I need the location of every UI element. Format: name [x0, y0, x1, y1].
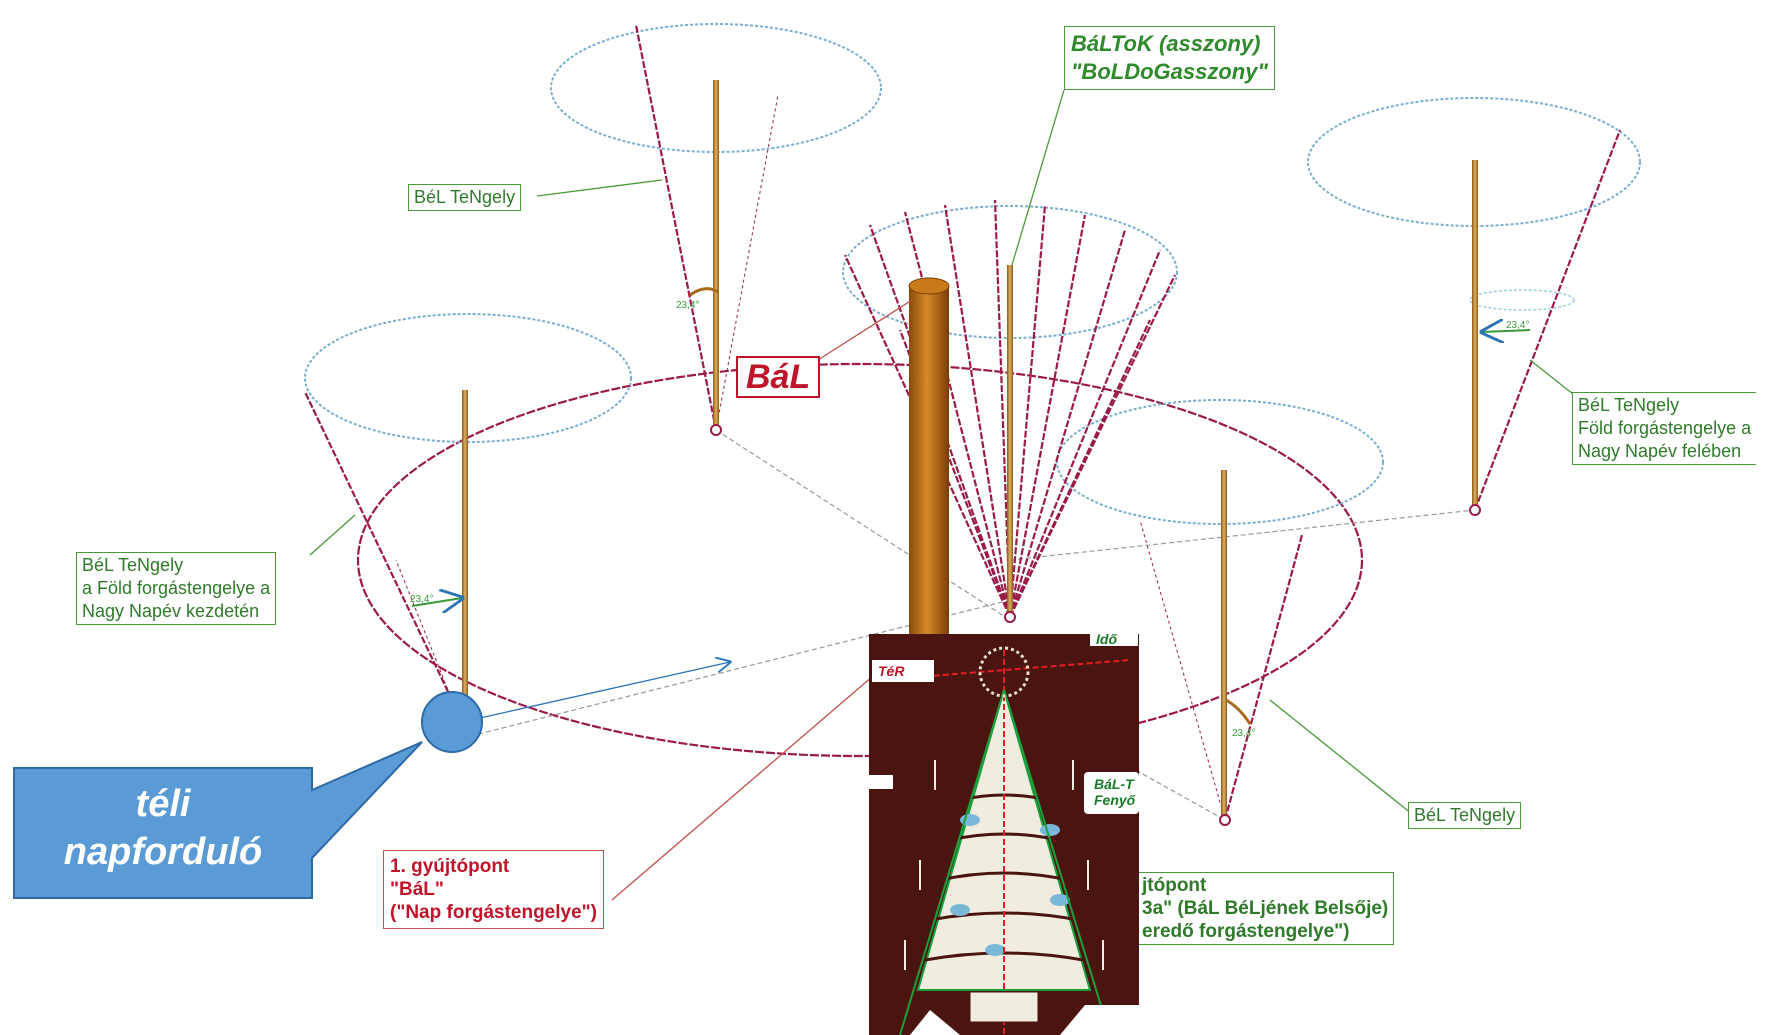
callout-shape: [13, 741, 423, 899]
bel-left-line1: BéL TeNgely: [82, 555, 184, 575]
cone-left: [304, 313, 632, 701]
cone-right: [1307, 97, 1641, 516]
orbit-ellipse: [356, 362, 1364, 758]
boldog-line2: "BoLDoGasszony": [1071, 59, 1268, 84]
gyujto1-line2: "BáL": [390, 879, 444, 900]
gyujto1-line1: 1. gyújtópont: [390, 856, 510, 877]
angle-left: 23,4°: [410, 594, 434, 605]
tree-label-ter: TéR: [878, 663, 905, 679]
label-bel-tengely-right: BéL TeNgely Föld forgástengelye a Nagy N…: [1572, 392, 1757, 465]
label-bel-tengely-top: BéL TeNgely: [408, 184, 522, 211]
bel-bottom-right-text: BéL TeNgely: [1414, 805, 1516, 825]
bel-right-line3: Nagy Napév felében: [1578, 441, 1742, 461]
label-bal: BáL: [736, 356, 821, 398]
label-gyujtopont-2: jtópont 3a" (BáL BéLjének Belsője) eredő…: [1139, 872, 1395, 945]
gyujto2-line3: eredő forgástengelye"): [1142, 921, 1350, 942]
angle-right: 23,4°: [1506, 320, 1530, 331]
callout-line1: téli: [135, 783, 191, 825]
central-cone: [842, 199, 1178, 623]
gyujto1-leader: [611, 669, 881, 901]
solstice-point: [421, 691, 483, 753]
bel-top-text: BéL TeNgely: [414, 187, 516, 207]
tree-label-balt: BáL-T Fenyő: [1094, 776, 1135, 808]
cone-top-left: [550, 23, 882, 436]
label-boldogasszony: BáLToK (asszony) "BoLDoGasszony": [1064, 26, 1275, 90]
tree-balt-line2: Fenyő: [1094, 792, 1136, 808]
gyujto1-line3: ("Nap forgástengelye"): [390, 902, 597, 923]
label-bel-tengely-left: BéL TeNgely a Föld forgástengelye a Nagy…: [76, 552, 277, 625]
tree-balt-line1: BáL-T: [1094, 776, 1134, 792]
tree-label-ido: Idő: [1096, 631, 1117, 647]
callout-teli-napfordulo: téli napforduló: [14, 780, 312, 876]
tree-inset: [869, 630, 1139, 1035]
bel-left-line3: Nagy Napév kezdetén: [82, 601, 260, 621]
angle-top-left: 23,4°: [676, 300, 700, 311]
bal-pole: [908, 277, 950, 646]
boldog-line1: BáLToK (asszony): [1071, 31, 1261, 56]
solstice-arrow: [479, 662, 730, 719]
bal-leader: [817, 299, 913, 361]
gyujto2-line1: jtópont: [1142, 875, 1207, 896]
cone-lower-right: [1056, 399, 1384, 826]
label-bel-tengely-bottom-right: BéL TeNgely: [1408, 802, 1522, 829]
label-gyujtopont-1: 1. gyújtópont "BáL" ("Nap forgástengelye…: [383, 850, 604, 929]
bel-right-line2: Föld forgástengelye a: [1578, 418, 1752, 438]
gyujto2-line2: 3a" (BáL BéLjének Belsője): [1142, 898, 1389, 919]
angle-lower-right: 23,4°: [1232, 728, 1256, 739]
bel-left-line2: a Föld forgástengelye a: [82, 578, 271, 598]
callout-line2: napforduló: [63, 831, 263, 873]
bel-right-line1: BéL TeNgely: [1578, 395, 1680, 415]
